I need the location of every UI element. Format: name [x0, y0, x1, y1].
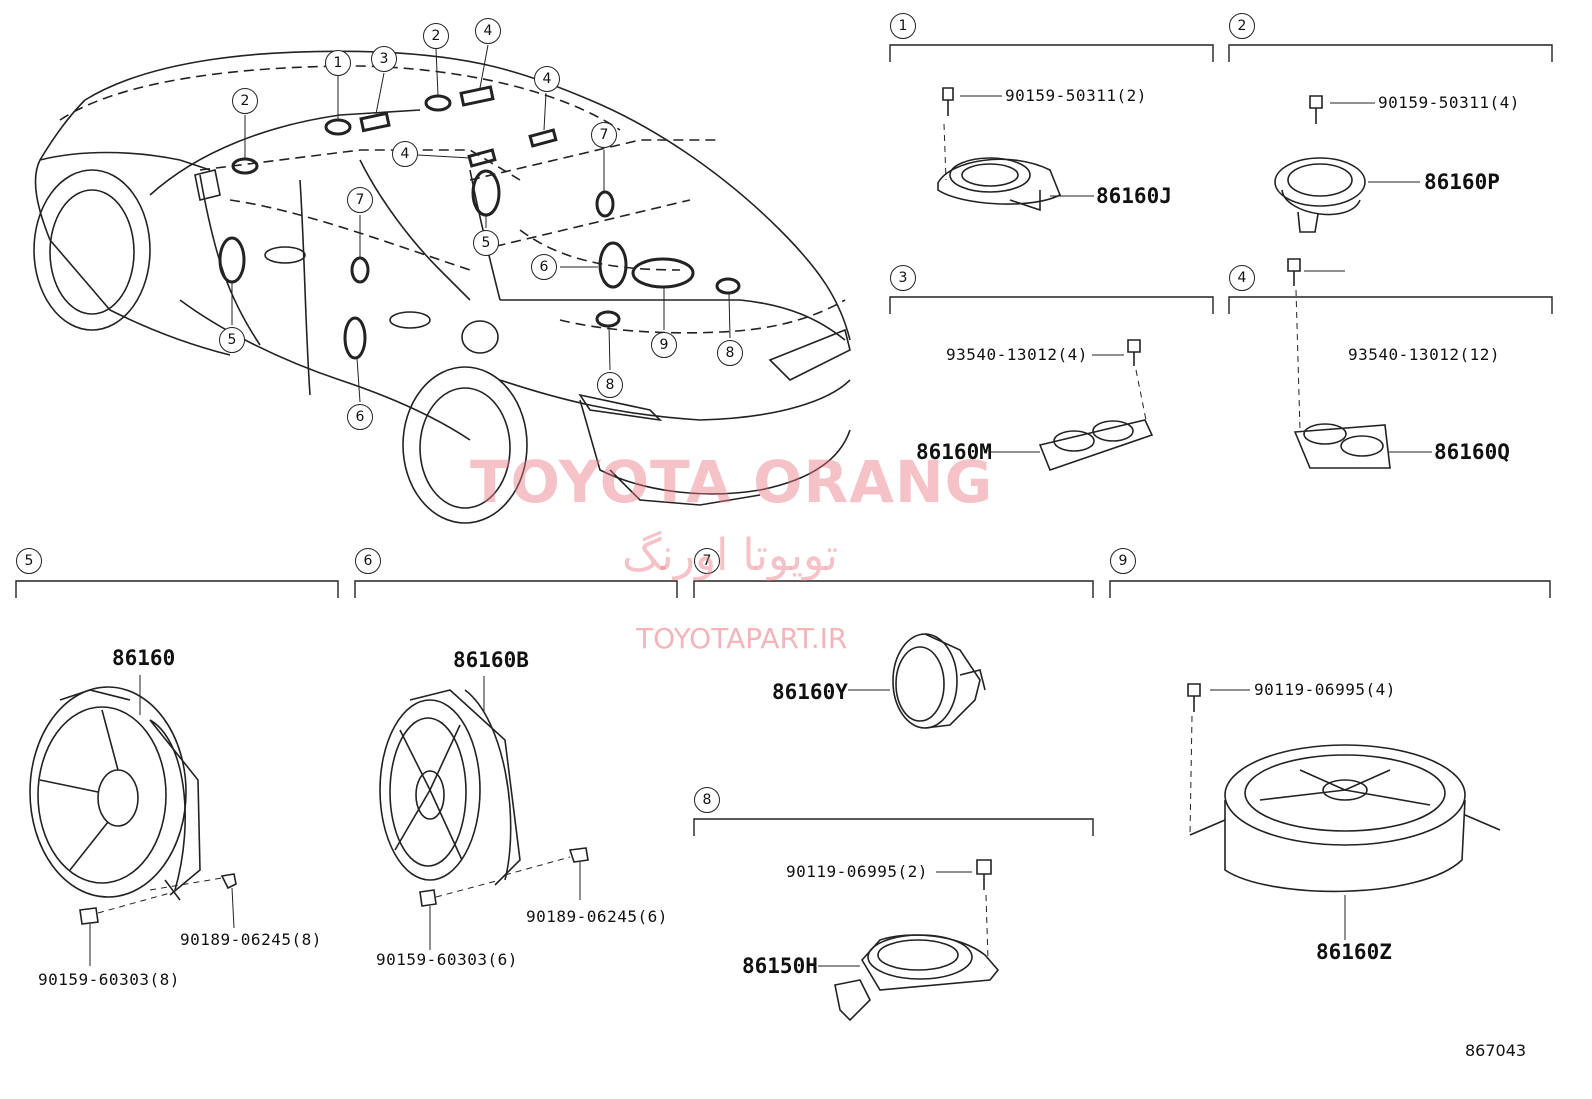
group-2-number: 2 [1229, 13, 1255, 39]
diagram-reference-number: 867043 [1465, 1041, 1527, 1060]
screw-part-number: 90159-50311(4) [1378, 93, 1520, 112]
watermark-brand-farsi: تویوتا اورنگ [622, 530, 838, 581]
group-1-number: 1 [890, 13, 916, 39]
screw-part-number: 93540-13012(12) [1348, 345, 1500, 364]
screw-part-number: 90119-06995(2) [786, 862, 928, 881]
speaker-86160M-drawing [990, 339, 1154, 472]
speaker-part-number: 86160Y [772, 680, 848, 704]
speaker-86160J-drawing [937, 87, 1094, 212]
callout-2: 2 [232, 88, 258, 114]
callout-4: 4 [475, 18, 501, 44]
callout-7: 7 [591, 122, 617, 148]
speaker-86160Q-drawing [1287, 258, 1432, 469]
speaker-86160Z-drawing [1187, 683, 1501, 940]
group-7-number: 7 [694, 548, 720, 574]
group-3-number: 3 [890, 265, 916, 291]
callout-6: 6 [531, 254, 557, 280]
callout-8: 8 [597, 372, 623, 398]
callout-4: 4 [392, 141, 418, 167]
callout-1: 1 [325, 50, 351, 76]
group-9-number: 9 [1110, 548, 1136, 574]
speaker-part-number: 86160J [1096, 184, 1172, 208]
speaker-part-number: 86160Q [1434, 440, 1510, 464]
group-4-number: 4 [1229, 265, 1255, 291]
callout-7: 7 [347, 187, 373, 213]
group-brackets [15, 44, 1553, 836]
callout-9: 9 [651, 332, 677, 358]
speaker-part-number: 86160P [1424, 170, 1500, 194]
screw-part-number: 90159-50311(2) [1005, 86, 1147, 105]
callout-3: 3 [371, 46, 397, 72]
screw-part-number: 90119-06995(4) [1254, 680, 1396, 699]
watermark-site: TOYOTAPART.IR [636, 622, 848, 655]
callout-6: 6 [347, 404, 373, 430]
group-6-number: 6 [355, 548, 381, 574]
speaker-part-number: 86160Z [1316, 940, 1392, 964]
speaker-86160P-drawing [1274, 95, 1420, 233]
speaker-86160B-drawing [379, 676, 589, 950]
group-8-number: 8 [694, 787, 720, 813]
callout-4: 4 [534, 66, 560, 92]
speaker-part-number: 86160M [916, 440, 992, 464]
screw-part-number: 93540-13012(4) [946, 345, 1088, 364]
callout-5: 5 [219, 327, 245, 353]
speaker-86150H-drawing [818, 859, 1000, 1022]
speaker-part-number: 86150H [742, 954, 818, 978]
speaker-86160-drawing [29, 675, 237, 966]
speaker-86160Y-drawing [848, 633, 986, 729]
clip-part-number: 90189-06245(6) [526, 907, 668, 926]
callout-8: 8 [717, 340, 743, 366]
speaker-part-number: 86160 [112, 646, 176, 670]
callout-5: 5 [473, 230, 499, 256]
callout-2: 2 [423, 23, 449, 49]
speaker-part-number: 86160B [453, 648, 529, 672]
clip-part-number: 90189-06245(8) [180, 930, 322, 949]
screw-part-number: 90159-60303(8) [38, 970, 180, 989]
watermark-brand: TOYOTA ORANG [470, 448, 994, 516]
screw-part-number: 90159-60303(6) [376, 950, 518, 969]
group-5-number: 5 [16, 548, 42, 574]
